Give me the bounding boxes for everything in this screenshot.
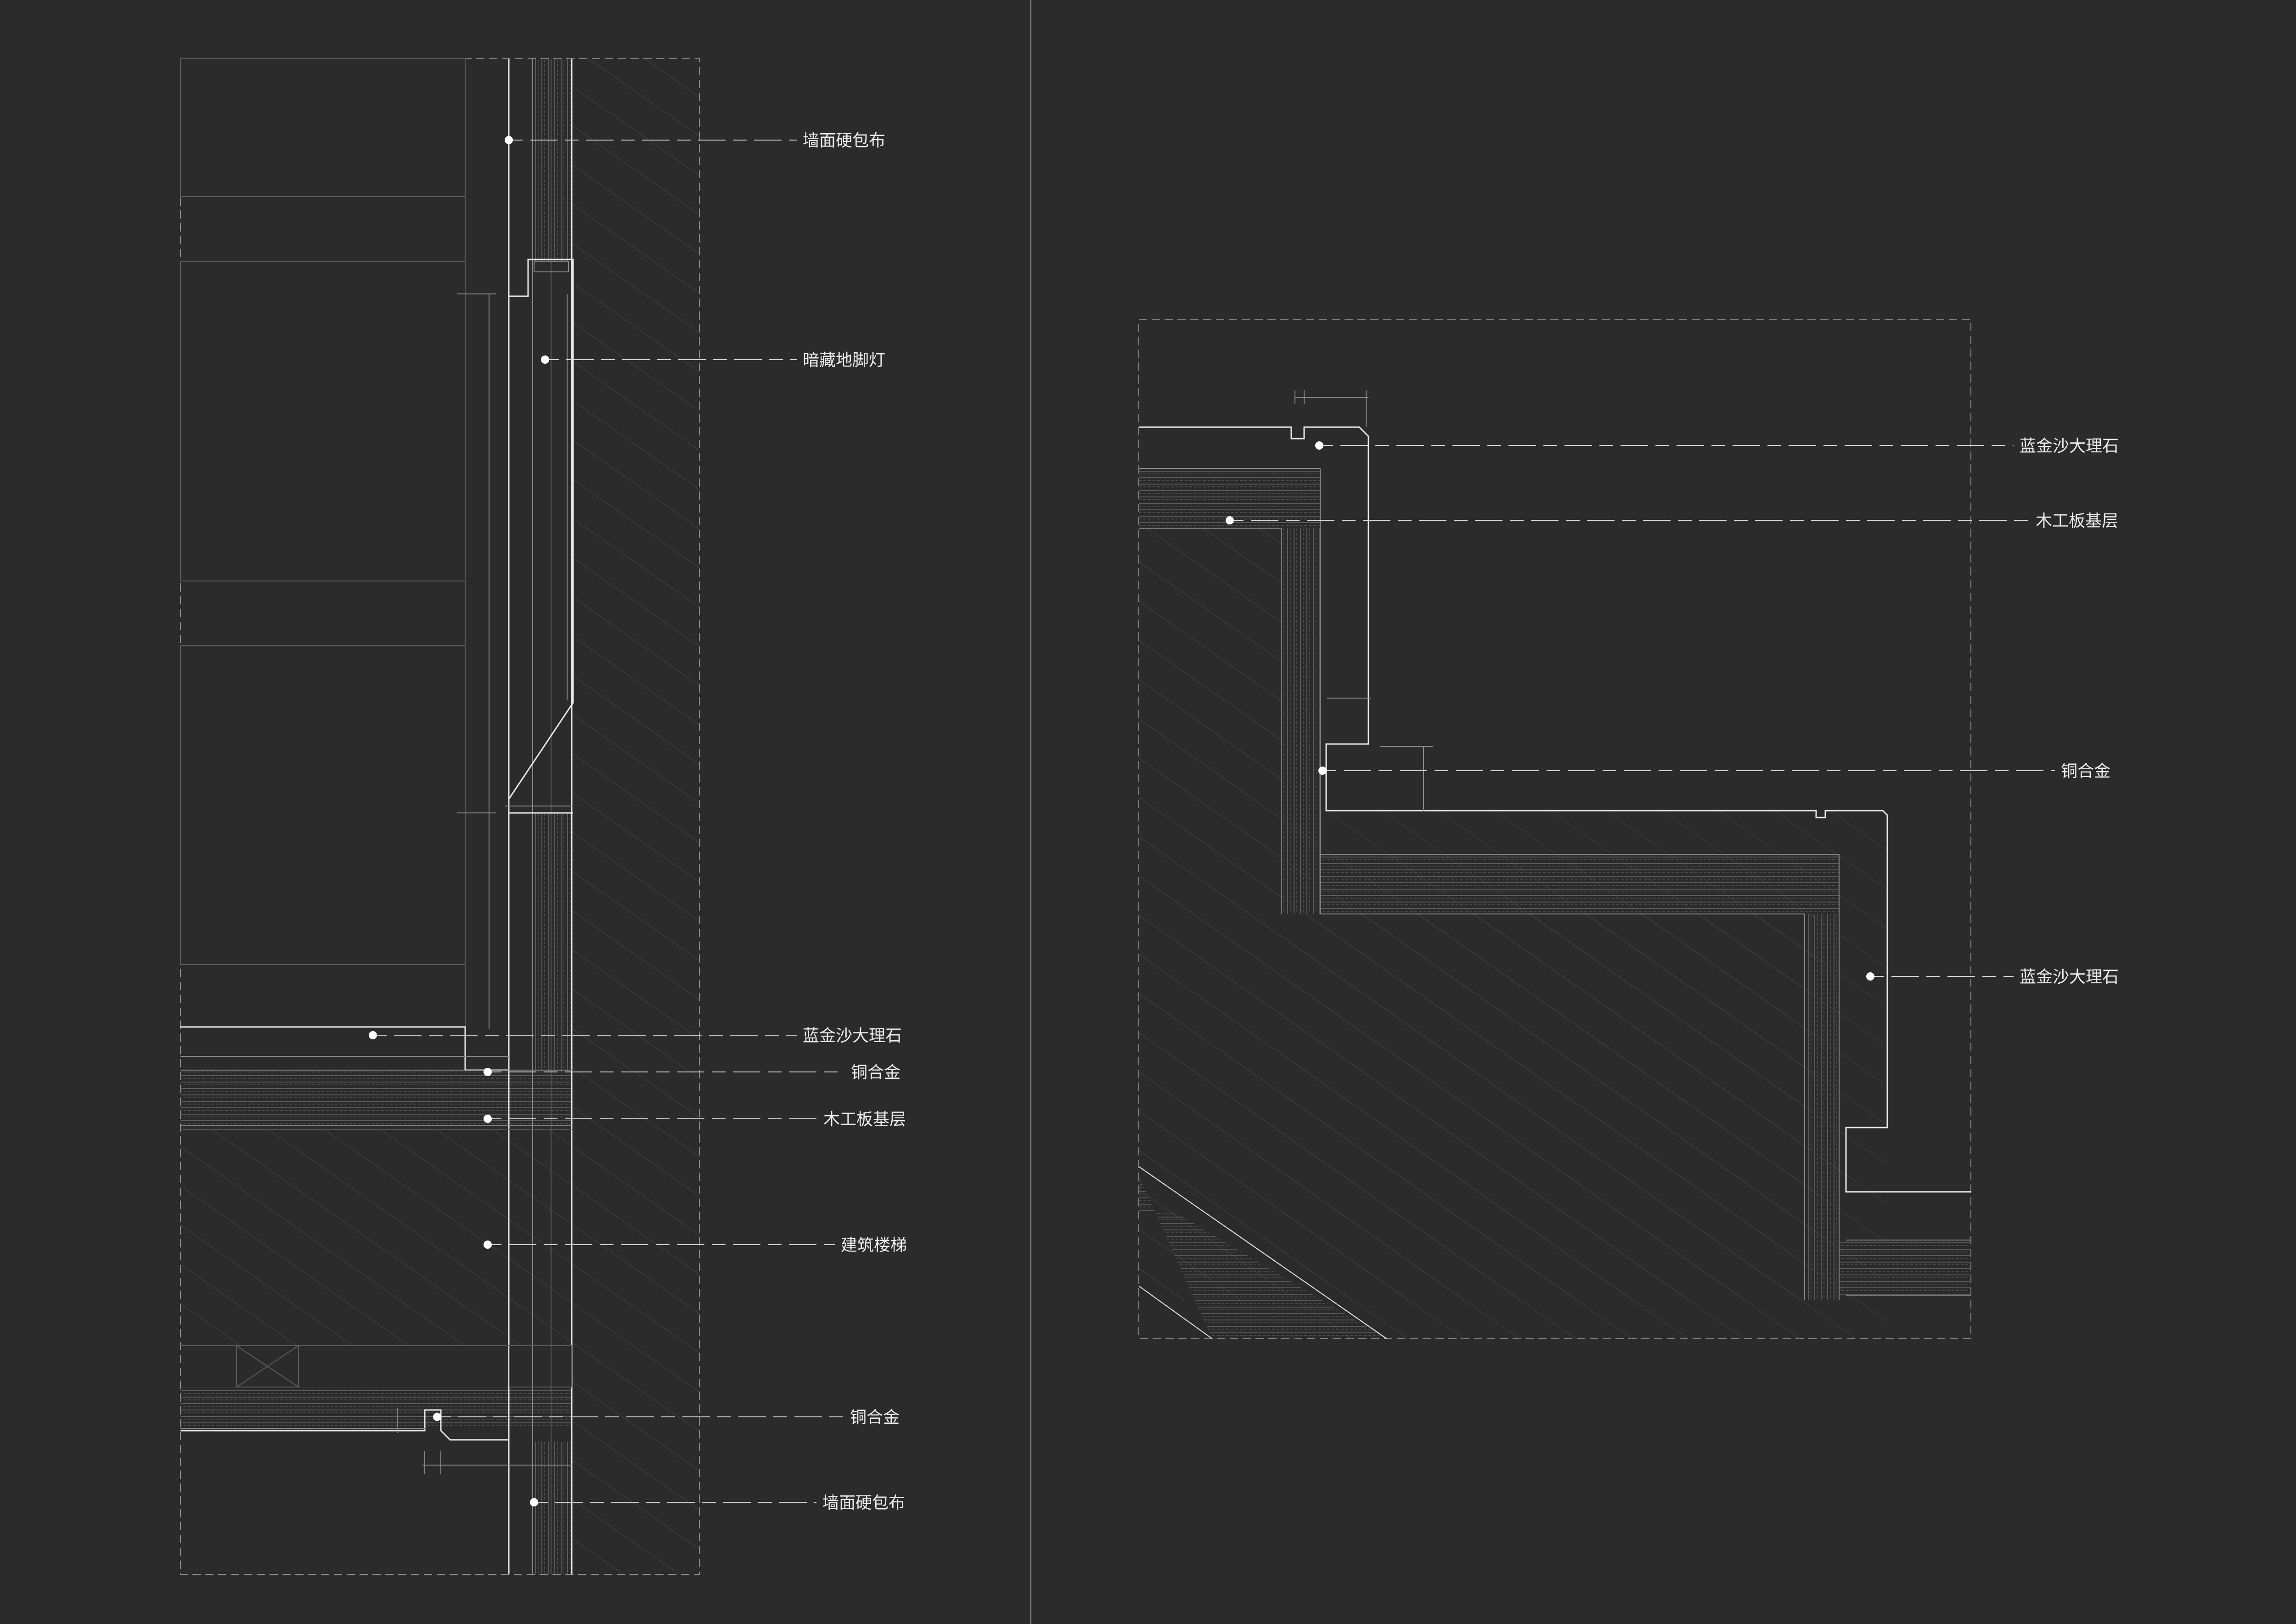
plywood-band-lower (1839, 1240, 1971, 1295)
callout-copper-alloy-right: 铜合金 (2061, 762, 2110, 781)
callout-marble-left: 蓝金沙大理石 (803, 1026, 902, 1045)
panel-1 (180, 58, 466, 197)
marble-step-surface (180, 1026, 509, 1071)
panel-3 (180, 645, 466, 965)
callout-building-stair: 建筑楼梯 (841, 1236, 907, 1255)
callout-hidden-foot-light: 暗藏地脚灯 (803, 351, 885, 370)
right-section-detail (1138, 319, 1971, 1339)
callout-dot (1315, 441, 1323, 450)
right-callouts: 蓝金沙大理石 木工板基层 铜合金 蓝金沙大理石 (1226, 437, 2119, 987)
callout-dot (484, 1241, 492, 1249)
callout-dot (369, 1031, 377, 1039)
plywood-band-vertical (1281, 528, 1320, 914)
plywood-band-tread (1320, 854, 1839, 914)
plywood-band-riser (1805, 914, 1839, 1300)
panel-2 (180, 261, 466, 581)
led-strip (534, 261, 569, 272)
wall-fabric-layer-mid (533, 813, 572, 1070)
callout-copper-alloy-2: 铜合金 (850, 1408, 900, 1427)
callout-dot (1318, 767, 1327, 775)
wall-fabric-layer-bottom (533, 1442, 572, 1574)
callout-wall-fabric-top: 墙面硬包布 (803, 131, 885, 150)
left-callouts: 墙面硬包布 暗藏地脚灯 蓝金沙大理石 铜合金 木工板基层 建筑楼梯 铜合金 墙面… (369, 131, 907, 1512)
left-section-detail (180, 58, 700, 1575)
callout-dot (433, 1413, 441, 1421)
marble-profile-right (1139, 426, 1971, 1193)
plywood-layer-left (180, 1070, 572, 1125)
callout-marble-right-bottom: 蓝金沙大理石 (2020, 968, 2119, 987)
callout-dot (505, 136, 513, 144)
callout-plywood-right: 木工板基层 (2036, 512, 2118, 530)
callout-dot (484, 1068, 492, 1076)
foot-light-recess (508, 259, 574, 814)
copper-nosing-lower (180, 1409, 509, 1441)
callout-dot (530, 1498, 538, 1506)
callout-dot (1226, 516, 1234, 524)
concrete-wall (572, 59, 699, 1574)
callout-copper-alloy-1: 铜合金 (851, 1063, 900, 1082)
stair-structure (180, 1130, 572, 1346)
callout-wall-fabric-bottom: 墙面硬包布 (822, 1494, 905, 1512)
callout-dot (541, 355, 549, 364)
callout-dot (1866, 972, 1874, 981)
callout-marble-right-top: 蓝金沙大理石 (2020, 437, 2119, 456)
callout-dot (484, 1115, 492, 1123)
wall-fabric-layer-top (533, 59, 572, 261)
plywood-layer-lower (180, 1387, 572, 1428)
callout-plywood-left: 木工板基层 (823, 1110, 906, 1129)
